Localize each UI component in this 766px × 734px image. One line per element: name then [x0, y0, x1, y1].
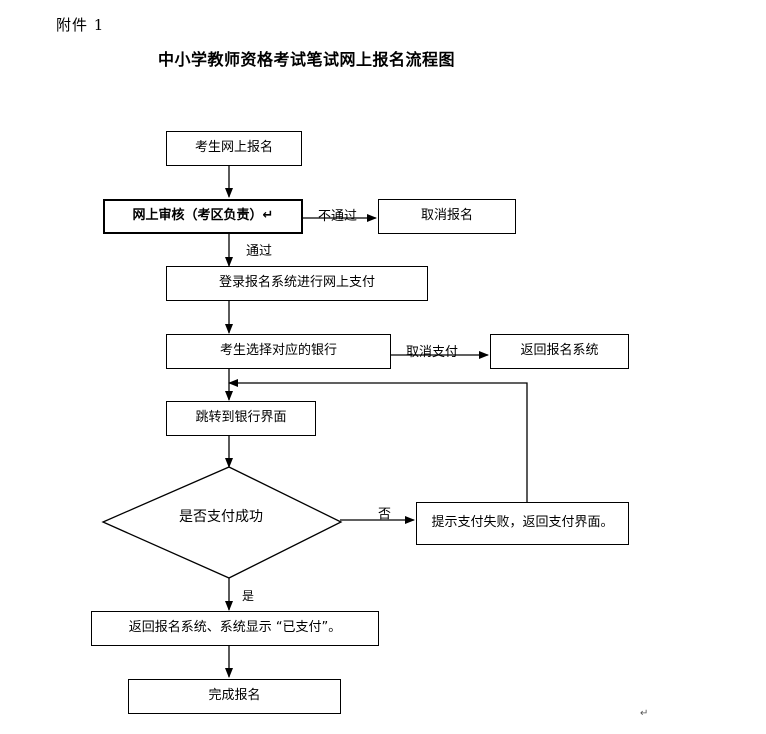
node-fail-notice: 提示支付失败，返回支付界面。	[416, 502, 629, 545]
return-mark: ↵	[640, 708, 649, 719]
node-return-system: 返回报名系统	[490, 334, 629, 369]
edge-label-not-passed: 不通过	[318, 209, 358, 224]
attachment-label: 附件 1	[56, 16, 105, 34]
node-review: 网上审核（考区负责）↵	[103, 199, 303, 234]
edge-label-cancel-payment: 取消支付	[406, 345, 459, 360]
page-title: 中小学教师资格考试笔试网上报名流程图	[158, 50, 456, 69]
node-jump-bank: 跳转到银行界面	[166, 401, 316, 436]
node-decision-label: 是否支付成功	[179, 509, 263, 525]
edge-label-no: 否	[378, 507, 392, 522]
edge-label-passed: 通过	[246, 244, 273, 259]
decision-diamond	[101, 466, 343, 579]
node-register: 考生网上报名	[166, 131, 302, 166]
node-cancel-register: 取消报名	[378, 199, 516, 234]
node-return-paid: 返回报名系统、系统显示 “已支付”。	[91, 611, 379, 646]
node-choose-bank: 考生选择对应的银行	[166, 334, 391, 369]
edge-fail-loop	[228, 379, 528, 502]
edge-label-yes: 是	[242, 589, 255, 603]
node-complete: 完成报名	[128, 679, 341, 714]
node-login-pay: 登录报名系统进行网上支付	[166, 266, 428, 301]
